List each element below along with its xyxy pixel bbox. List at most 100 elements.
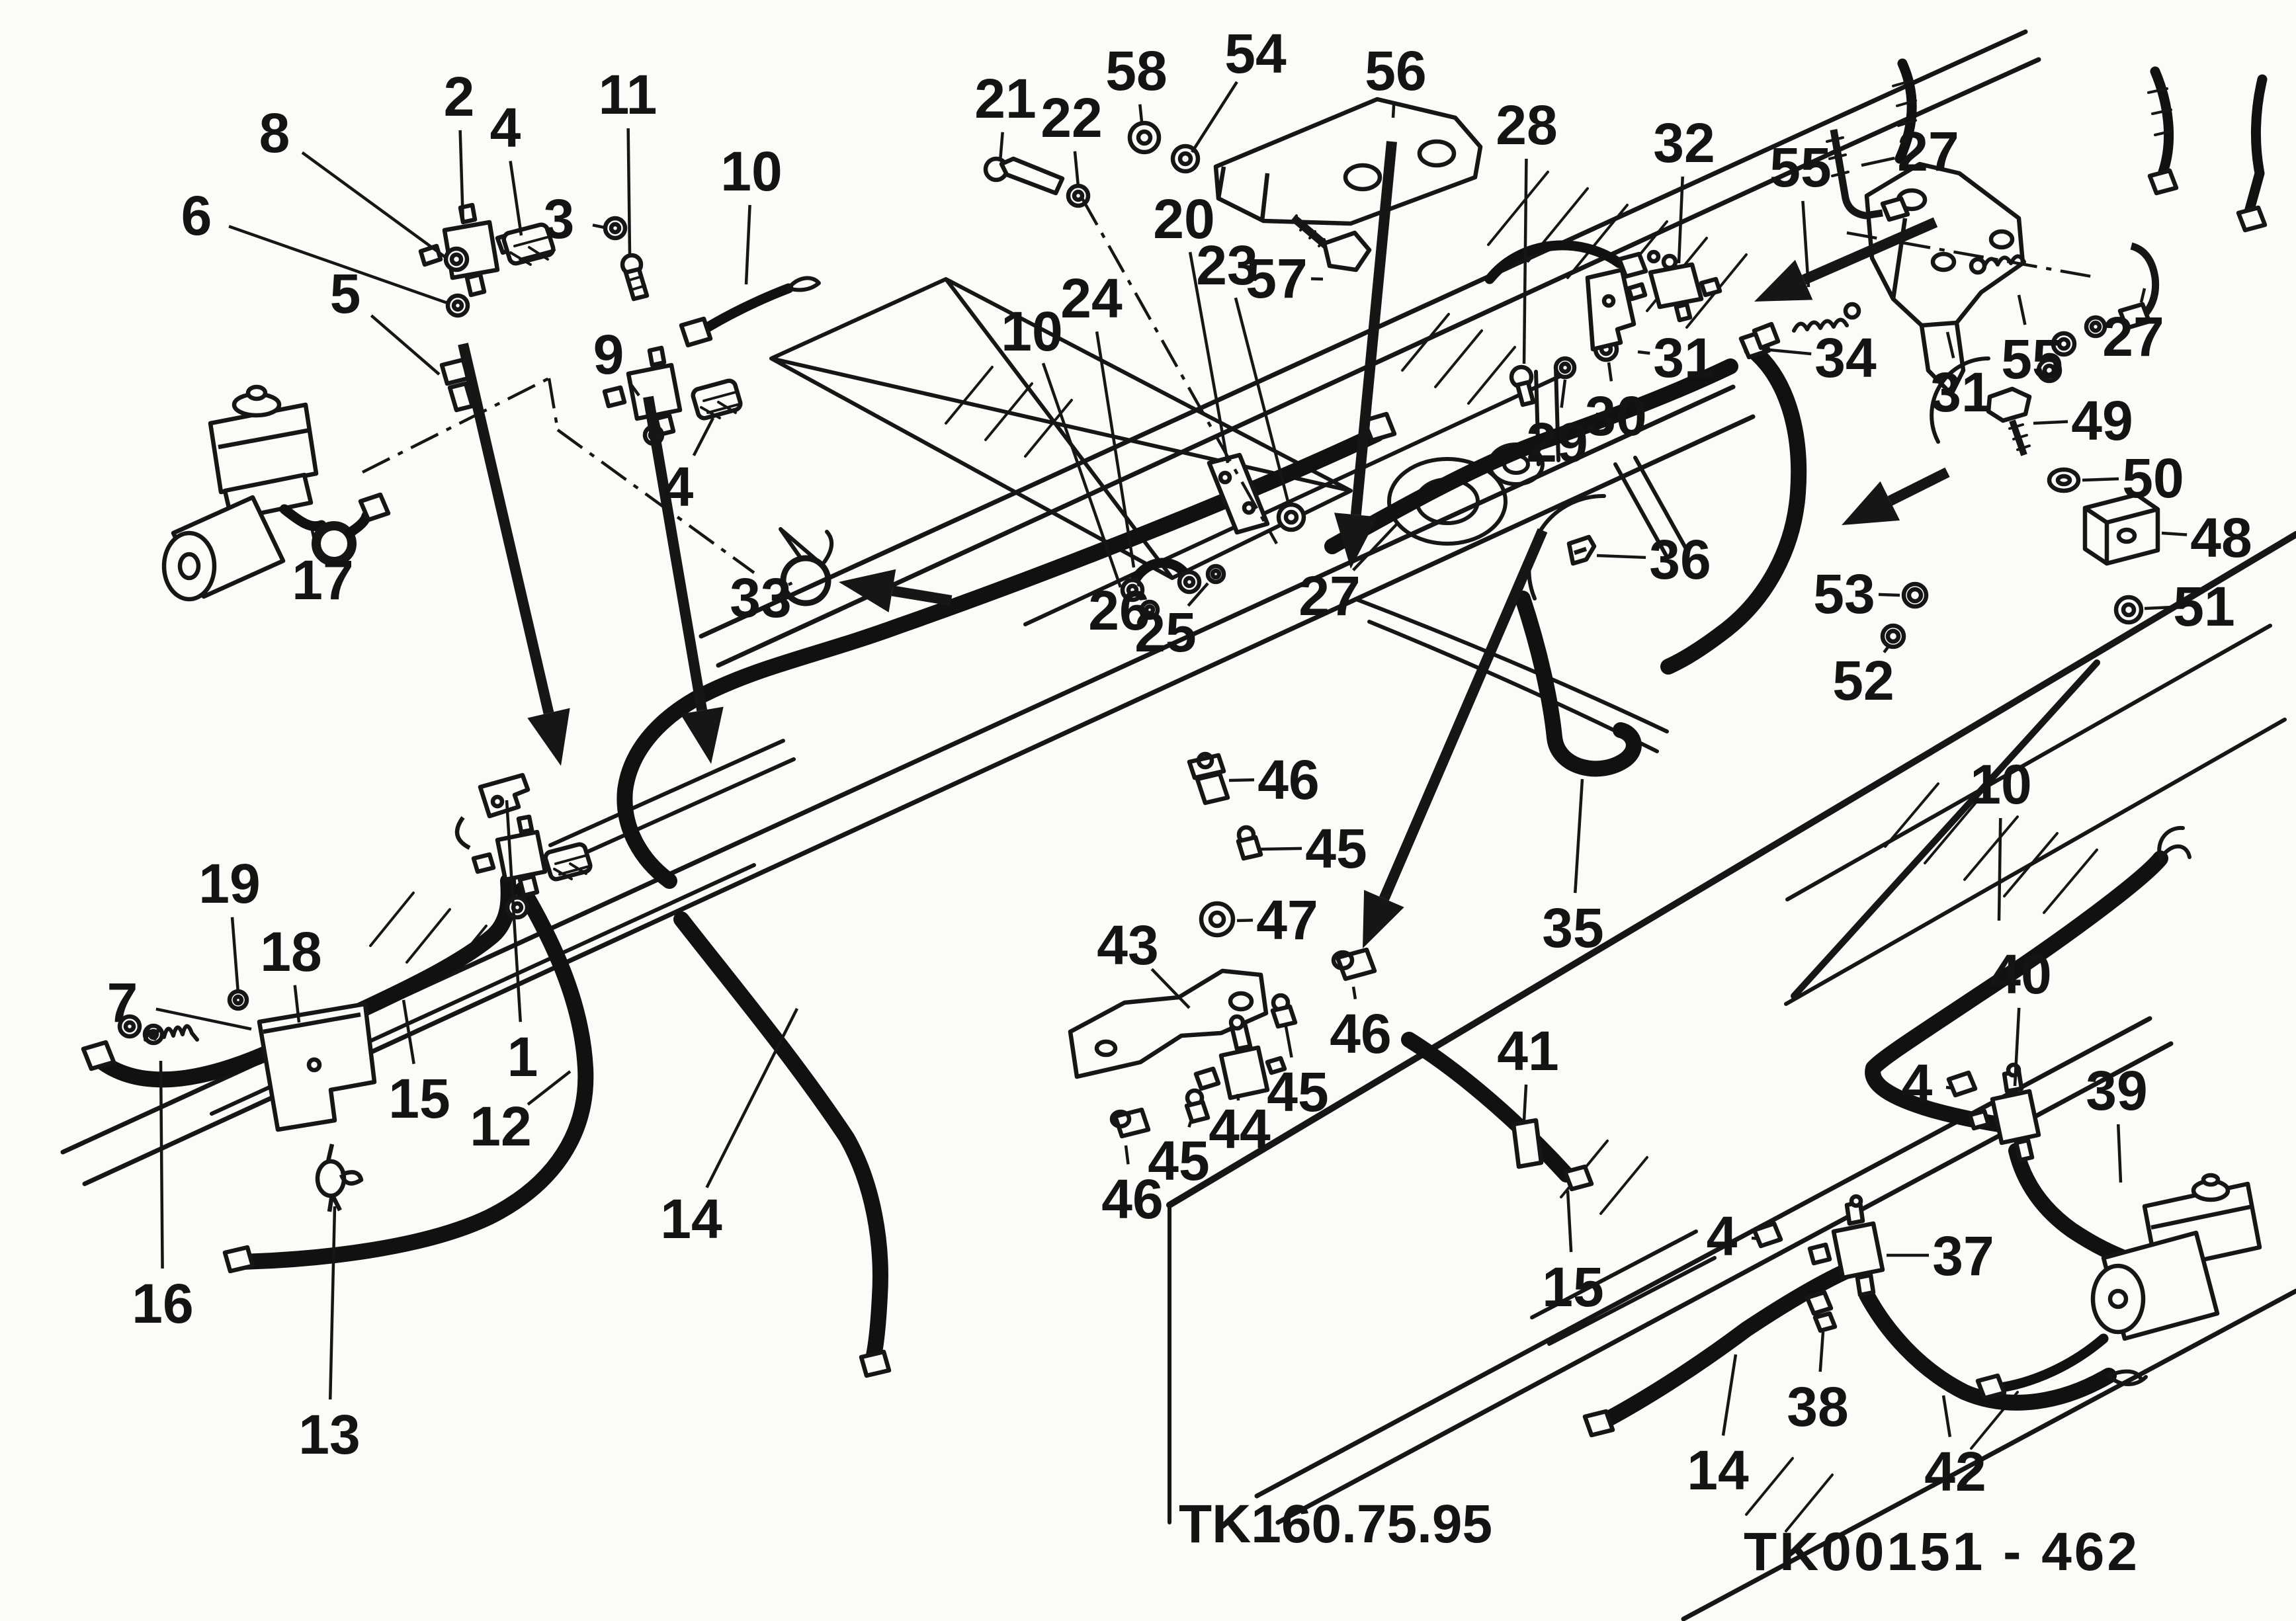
part-callout-56: 56 [1365, 40, 1426, 102]
bracket-31a [1585, 267, 1637, 352]
washer-54 [1170, 144, 1201, 174]
tee-fitting-9 [626, 362, 683, 421]
leader-line-8 [301, 151, 446, 258]
leader-line-4 [692, 417, 715, 456]
install-arrow-shaft [1379, 528, 1548, 901]
leader-line-4 [509, 161, 523, 236]
brake-pipe-34 [1660, 341, 1807, 675]
leader-line-18 [293, 985, 301, 1023]
install-arrow-shaft [1887, 467, 1950, 506]
part-callout-33: 33 [730, 567, 791, 629]
elbow-hose-27a [1830, 129, 1883, 220]
junction-cluster-right [1509, 249, 1722, 407]
part-callout-51: 51 [2173, 575, 2234, 638]
part-callout-11: 11 [599, 63, 658, 126]
part-callout-46: 46 [1101, 1168, 1163, 1230]
part-callout-45: 45 [1267, 1061, 1328, 1123]
leader-line-45 [1284, 1026, 1293, 1058]
leader-line-35 [1573, 778, 1584, 894]
leader-line-20 [1188, 251, 1230, 464]
rear-hose-27-upper [1484, 240, 1625, 284]
footer-left-code: TK160.75.95 [1179, 1494, 1492, 1554]
leader-line-41 [1522, 1084, 1528, 1121]
washer-25 [1205, 563, 1226, 585]
spring-55b [1982, 254, 2026, 268]
part-callout-44: 44 [1209, 1098, 1271, 1160]
bracket-56 [1213, 97, 1483, 226]
leader-line-39 [2116, 1124, 2123, 1183]
part-callout-34: 34 [1814, 327, 1877, 389]
part-callout-55: 55 [2001, 328, 2062, 390]
part-callout-37: 37 [1932, 1225, 1994, 1287]
part-callout-58: 58 [1105, 40, 1167, 102]
leader-line-10 [1041, 362, 1123, 588]
leader-line-32 [1677, 176, 1684, 264]
part-callout-46: 46 [1257, 749, 1319, 811]
part-callout-42: 42 [1924, 1440, 1986, 1503]
install-arrows [458, 141, 1950, 948]
leader-line-47 [1236, 919, 1254, 923]
washer-7a [117, 1014, 142, 1039]
leader-line-12 [527, 1070, 572, 1106]
plate-20-group [1120, 452, 1306, 620]
part-callout-52: 52 [1832, 649, 1894, 712]
fitting-46a [1187, 753, 1230, 806]
part-callout-38: 38 [1787, 1376, 1848, 1438]
master-cylinder-inset [2090, 1173, 2262, 1341]
leader-line-19 [230, 917, 240, 994]
inset-pipe-14 [1592, 1261, 1860, 1431]
part-callout-36: 36 [1649, 528, 1711, 591]
leader-line-17 [310, 530, 318, 546]
leader-line-6 [228, 225, 448, 305]
part-callout-16: 16 [132, 1272, 193, 1335]
brake-pipe-14 [673, 911, 888, 1372]
inset-pipe-42 [1859, 1287, 2117, 1411]
part-callout-10: 10 [1001, 300, 1062, 362]
leader-line-14 [1721, 1354, 1738, 1436]
leader-line-25 [1187, 582, 1209, 607]
washer-50 [2047, 467, 2081, 493]
part-callout-46: 46 [1330, 1003, 1391, 1065]
block-32 [1648, 262, 1704, 310]
part-callout-41: 41 [1497, 1020, 1558, 1082]
leader-line-34 [1762, 347, 1812, 356]
bolt-49-head [1986, 386, 2032, 423]
leader-line-31 [1637, 350, 1650, 355]
leader-line-40 [2013, 1007, 2021, 1087]
leader-line-36 [1596, 554, 1646, 560]
leader-line-43 [1150, 968, 1191, 1009]
inset-pipe-10 [1865, 851, 2168, 1134]
leader-line-26 [1136, 581, 1142, 587]
leader-line-55 [2017, 294, 2027, 325]
leader-line-46 [1124, 1145, 1130, 1165]
install-arrow-shaft [1801, 217, 1938, 285]
part-callout-8: 8 [259, 102, 290, 164]
nut-51 [2113, 595, 2144, 625]
clip-41 [1511, 1118, 1544, 1169]
fitting-46c [1113, 1107, 1151, 1139]
flex-hose-top-a [1894, 58, 1917, 164]
part-callout-28: 28 [1496, 94, 1557, 156]
part-callout-35: 35 [1542, 897, 1603, 959]
part-callout-14: 14 [1687, 1439, 1749, 1501]
part-callout-57: 57 [1246, 247, 1307, 310]
install-arrow-head [680, 706, 724, 764]
part-callout-45: 45 [1305, 817, 1367, 880]
part-callout-23: 23 [1196, 234, 1257, 296]
leader-line-29 [1560, 379, 1567, 408]
bracket-43-group [1068, 751, 1544, 1169]
part-callout-55: 55 [1769, 136, 1831, 198]
leader-line-15 [402, 999, 415, 1065]
part-callout-2: 2 [444, 65, 475, 128]
part-callout-53: 53 [1813, 563, 1875, 625]
part-callout-9: 9 [593, 323, 624, 386]
part-callout-17: 17 [292, 549, 353, 611]
install-arrow-head [527, 708, 570, 766]
washer-3 [603, 216, 628, 241]
bracket-56-group [983, 97, 1483, 272]
part-callout-19: 19 [198, 852, 260, 915]
part-callout-4: 4 [1707, 1205, 1738, 1267]
leader-line-57 [1310, 277, 1324, 281]
install-arrow-head [1842, 481, 1900, 525]
elbow-27b [2130, 242, 2160, 319]
